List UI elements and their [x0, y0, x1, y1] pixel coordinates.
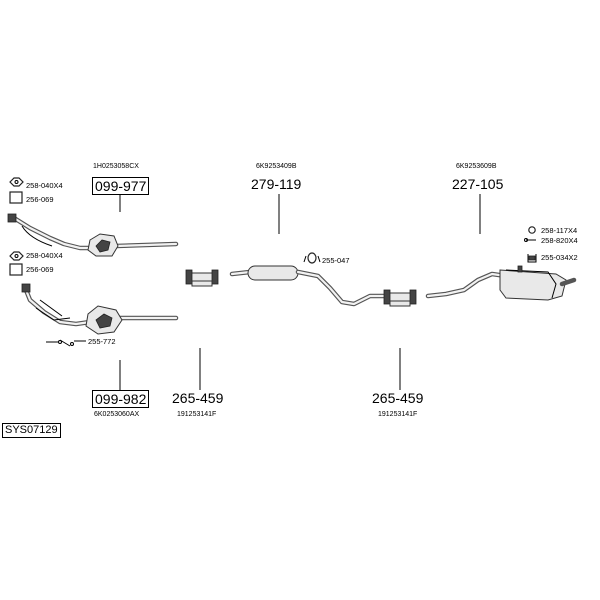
part-number-227-105[interactable]: 227-105 — [452, 176, 504, 192]
accessory-hanger-rear[interactable]: 255-034X2 — [541, 253, 578, 262]
rear-silencer[interactable] — [425, 265, 577, 301]
part-number-279-119[interactable]: 279-119 — [251, 176, 302, 192]
pipe-clamp-left[interactable] — [185, 269, 219, 287]
bolts-icon-front — [46, 339, 86, 347]
accessory-gasket-bottom[interactable]: 256-069 — [26, 265, 54, 274]
diagram-id-badge: SYS07129 — [2, 423, 61, 438]
hex-nut-icon-bottom — [9, 251, 24, 261]
accessory-ring-rear[interactable]: 258-117X4 — [541, 226, 578, 235]
part-number-099-982[interactable]: 099-982 — [92, 390, 150, 408]
accessory-bolt-rear[interactable]: 258-820X4 — [541, 236, 578, 245]
accessory-bolts-front[interactable]: 255-772 — [88, 337, 116, 346]
accessory-nut-top[interactable]: 258-040X4 — [26, 181, 63, 190]
accessory-nut-bottom[interactable]: 258-040X4 — [26, 251, 63, 260]
front-pipe-catalyst-top[interactable] — [7, 213, 179, 257]
oe-number-099-982: 6K0253060AX — [94, 411, 140, 418]
bolt-icon — [524, 238, 536, 242]
oe-number-227-105: 6K9253609B — [456, 163, 497, 170]
accessory-gasket-top[interactable]: 256-069 — [26, 195, 54, 204]
hex-nut-icon-top — [9, 177, 24, 187]
middle-silencer-pipe[interactable] — [229, 265, 387, 307]
pipe-clamp-right[interactable] — [383, 289, 417, 307]
oe-number-279-119: 6K9253409B — [256, 163, 297, 170]
part-number-265-459-left[interactable]: 265-459 — [172, 390, 224, 406]
hanger-icon — [527, 254, 537, 263]
part-number-265-459-right[interactable]: 265-459 — [372, 390, 424, 406]
gasket-icon-top — [9, 191, 23, 204]
gasket-icon-bottom — [9, 263, 23, 276]
rubber-hanger-mid[interactable] — [303, 252, 321, 264]
front-pipe-catalyst-bottom[interactable] — [21, 283, 179, 335]
part-number-099-977[interactable]: 099-977 — [92, 177, 150, 195]
accessory-hanger-mid[interactable]: 255-047 — [322, 256, 350, 265]
ring-icon — [528, 226, 536, 234]
oe-number-099-977: 1H0253058CX — [93, 163, 139, 170]
oe-number-265-459-right: 191253141F — [378, 411, 418, 418]
oe-number-265-459-left: 191253141F — [177, 411, 217, 418]
